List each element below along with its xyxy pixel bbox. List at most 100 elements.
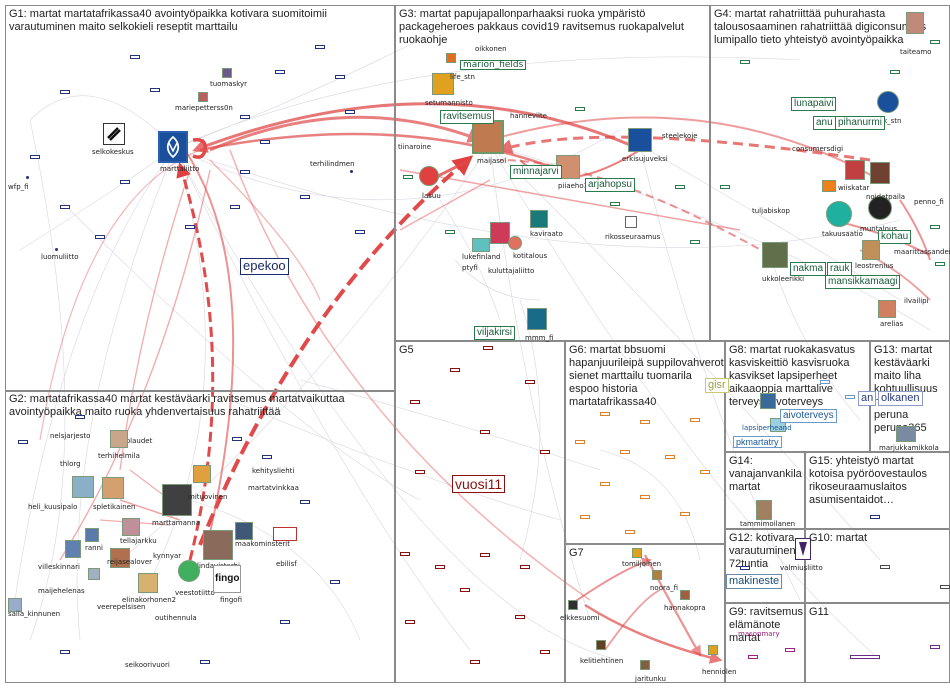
node-kohau-label[interactable]: kohau (878, 230, 912, 244)
node-rauk-label[interactable]: rauk (827, 262, 853, 276)
node-dash[interactable] (740, 566, 750, 570)
node-olkanen-label[interactable]: olkanen (878, 391, 923, 406)
node-dash[interactable] (60, 90, 70, 94)
node-dash[interactable] (580, 515, 590, 519)
node-kotitalous-avatar[interactable] (508, 236, 522, 250)
node-dash[interactable] (640, 495, 650, 499)
node-dash[interactable] (450, 368, 460, 372)
node-lunapaivi-label[interactable]: lunapaivi (791, 97, 837, 111)
node-marttamanna-avatar[interactable] (162, 484, 192, 516)
node-lukefinland-avatar[interactable] (472, 238, 490, 252)
node-dash[interactable] (240, 115, 250, 119)
node-dash[interactable] (690, 240, 700, 244)
node-elkkesuomi-avatar[interactable] (568, 600, 578, 610)
node-dash[interactable] (625, 530, 635, 534)
node-noora-avatar[interactable] (652, 570, 662, 580)
node-dash[interactable] (700, 470, 710, 474)
node-dash[interactable] (748, 655, 758, 659)
node-erkisujuveksi-avatar[interactable] (628, 128, 652, 152)
node-dash[interactable] (260, 140, 270, 144)
node-noidetpaila-avatar[interactable] (868, 196, 892, 220)
node-dash[interactable] (740, 60, 750, 64)
node-pihanurmi-label[interactable]: pihanurmi (835, 116, 885, 130)
node-dash[interactable] (405, 620, 415, 624)
node-dash[interactable] (600, 482, 610, 486)
node-dash[interactable] (870, 515, 880, 519)
node-valmiusliitto-avatar[interactable] (795, 538, 811, 560)
node-dash[interactable] (480, 553, 490, 557)
node-dash[interactable] (880, 565, 890, 569)
node-dash[interactable] (95, 235, 105, 239)
node-dash[interactable] (940, 585, 950, 589)
node-mituovinen-avatar[interactable] (193, 465, 211, 483)
node-epekoo-label[interactable]: epekoo (240, 258, 289, 275)
node-g8-avatar-a[interactable] (760, 393, 776, 409)
node-dash[interactable] (515, 615, 525, 619)
node-dash[interactable] (445, 230, 455, 234)
node-dash[interactable] (640, 420, 650, 424)
node-dash[interactable] (300, 195, 310, 199)
node-g4-avatar-top[interactable] (906, 12, 924, 34)
node-sbk-avatar[interactable] (877, 91, 899, 113)
node-dash[interactable] (275, 70, 285, 74)
node-takuusaatio-avatar[interactable] (826, 201, 852, 227)
node-jaritunku-avatar[interactable] (640, 660, 650, 670)
node-fingo-avatar[interactable]: fingo (213, 565, 241, 593)
node-dash[interactable] (355, 230, 365, 234)
node-dash[interactable] (185, 225, 195, 229)
node-dash[interactable] (200, 660, 210, 664)
node-tammimoilanen-avatar[interactable] (756, 500, 772, 520)
node-dot[interactable] (55, 248, 58, 251)
node-maijasol-avatar[interactable] (472, 120, 504, 154)
node-mmm-avatar[interactable] (527, 308, 547, 330)
node-dash[interactable] (18, 440, 28, 444)
node-arelias-avatar[interactable] (878, 300, 896, 318)
node-wiiskatar-avatar[interactable] (845, 160, 865, 180)
node-villeskinnari-avatar[interactable] (65, 540, 81, 558)
node-dash[interactable] (470, 660, 480, 664)
node-dash[interactable] (785, 648, 795, 652)
node-dash[interactable] (30, 155, 40, 159)
node-dash[interactable] (460, 588, 470, 592)
node-aivoterveys-label[interactable]: aivoterveys (780, 409, 837, 423)
node-dash[interactable] (690, 418, 700, 422)
node-dash[interactable] (300, 500, 310, 504)
node-ranni-avatar[interactable] (85, 528, 99, 542)
node-dash[interactable] (435, 565, 445, 569)
node-dash[interactable] (230, 205, 240, 209)
node-dash[interactable] (335, 75, 345, 79)
node-maijehelenas-avatar[interactable] (88, 568, 100, 580)
node-dash[interactable] (540, 650, 550, 654)
node-dash[interactable] (930, 645, 940, 649)
node-marion-avatar[interactable] (446, 53, 456, 63)
node-elinakorhonen2-avatar[interactable] (138, 573, 158, 593)
node-dash[interactable] (845, 395, 855, 399)
node-dash[interactable] (850, 655, 880, 659)
node-spletikainen-avatar[interactable] (102, 477, 124, 499)
node-mansikkamaagi-label[interactable]: mansikkamaagi (825, 275, 901, 289)
node-henniolen-avatar[interactable] (708, 645, 718, 655)
node-dash[interactable] (820, 380, 830, 384)
node-an-label[interactable]: an (858, 391, 877, 406)
node-dash[interactable] (60, 650, 70, 654)
node-ebilisf-avatar[interactable] (273, 527, 297, 541)
node-dash[interactable] (410, 400, 420, 404)
node-g4-orange[interactable] (822, 180, 836, 192)
node-dash[interactable] (330, 580, 340, 584)
node-dash[interactable] (575, 440, 585, 444)
node-dash[interactable] (280, 620, 290, 624)
node-mariepetterss0n-avatar[interactable] (198, 92, 208, 102)
node-g4-avatar-b[interactable] (870, 162, 890, 184)
node-reijasealover-avatar[interactable] (110, 548, 130, 568)
node-heli-avatar[interactable] (72, 476, 94, 498)
node-dash[interactable] (262, 455, 272, 459)
node-ukkoleerikki-avatar[interactable] (762, 242, 788, 268)
node-tellajarkku-avatar[interactable] (122, 518, 140, 536)
node-dash[interactable] (400, 552, 410, 556)
node-nakma-label[interactable]: nakma (790, 262, 827, 276)
node-dash[interactable] (575, 107, 585, 111)
node-hannakopra-avatar[interactable] (680, 590, 690, 600)
node-makineste-label[interactable]: makineste (726, 574, 783, 589)
node-dash[interactable] (150, 88, 160, 92)
node-terhihelmila-avatar[interactable] (110, 430, 128, 448)
